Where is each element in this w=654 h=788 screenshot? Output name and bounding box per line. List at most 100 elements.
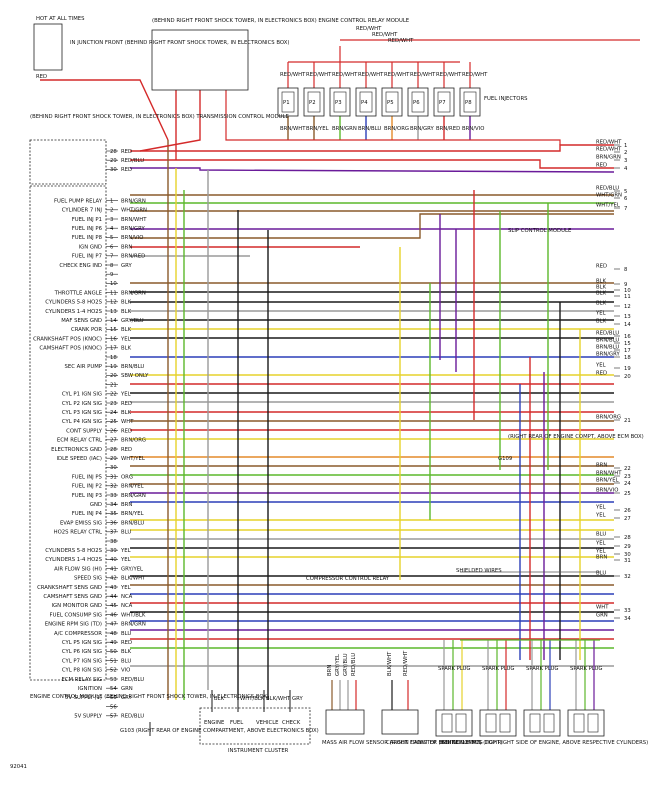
ecm-pin-number: 28 — [110, 149, 117, 155]
ecm-pin-wire-color: WHT — [121, 419, 134, 425]
injector-coil-icon — [307, 91, 321, 113]
connector-wire-label: BRN — [596, 555, 607, 561]
ecm-harness-wire — [130, 144, 614, 152]
connector-wire-label: RED/WHT — [596, 147, 622, 153]
connector-wire-label: RED — [596, 264, 607, 270]
ecm-pin-number: 15 — [110, 327, 117, 333]
fuel-injector-p2 — [303, 87, 325, 117]
connector-wire-label: BLU — [596, 571, 606, 577]
ignition-coil — [523, 709, 561, 737]
ecm-pin-label: ECM RELAY CTRL — [57, 438, 102, 444]
junction-front-label: IN JUNCTION FRONT (BEHIND RIGHT FRONT SH… — [70, 40, 289, 46]
ecm-pin-wire-color: BLK — [121, 300, 132, 306]
connector-wire-label: YEL — [595, 541, 606, 547]
ecm-pin-label: CRANKSHAFT POS (KNOC) — [33, 336, 102, 342]
injector-coil-icon — [281, 91, 295, 113]
ecm-pin-number: 28 — [110, 447, 117, 453]
carbon-canister-box — [381, 709, 419, 735]
connector-pin-number: 15 — [624, 341, 631, 347]
ecm-pin-wire-color: BLK — [121, 346, 132, 352]
ecm-pin-number: 37 — [110, 530, 117, 536]
ecm-pin-wire-color: RED — [121, 167, 132, 173]
ecm-pin-label: CONT SUPPLY — [66, 428, 103, 434]
injector-coil-icon — [385, 91, 399, 113]
injector-coil-icon — [463, 91, 477, 113]
ecm-pin-number: 20 — [110, 373, 117, 379]
coil-winding-icon — [455, 713, 467, 733]
ecm-pin-number: 2 — [110, 208, 113, 214]
ecm-pin-wire-color: NCA — [121, 603, 133, 609]
instrument-cluster-label: INSTRUMENT CLUSTER — [228, 748, 289, 754]
connector-pin-number: 23 — [624, 474, 631, 480]
g109-location-label: (RIGHT REAR OF ENGINE COMPT, ABOVE ECM B… — [508, 434, 644, 440]
ecm-pin-wire-color: BRN — [121, 244, 132, 250]
ecm-pin-label: CYLINDERS 5-8 HO2S — [45, 300, 102, 306]
relay-module-label: (BEHIND RIGHT FRONT SHOCK TOWER, IN ELEC… — [152, 18, 410, 24]
ecm-pin-wire-color: BRN/BLU — [121, 520, 144, 526]
ecm-pin-number: 12 — [110, 300, 117, 306]
ecm-pin-wire-color: YEL — [120, 548, 131, 554]
connector-wire-label: BRN/GRN — [596, 155, 621, 161]
ecm-pin-number: 31 — [110, 474, 117, 480]
ecm-pin-wire-color: BLK — [121, 327, 132, 333]
ecm-pin-label: CYL P3 IGN SIG — [62, 410, 102, 416]
cluster-wire-label: BLK — [214, 696, 225, 702]
maf-wire-label: RED/BLU — [351, 653, 357, 676]
ecm-pin-number: 25 — [110, 419, 117, 425]
ecm-pin-number: 49 — [110, 640, 117, 646]
ecm-pin-wire-color: BLU — [121, 658, 131, 664]
ecm-pin-wire-color: BRN/GRY — [121, 226, 146, 232]
ecm-pin-wire-color: BRN — [121, 502, 132, 508]
injector-bottom-wire: BRN/ORG — [384, 126, 409, 132]
connector-wire-label: YEL — [595, 311, 606, 317]
ecm-pin-number: 26 — [110, 428, 117, 434]
ecm-pin-label: 5V SUPPLY (1) — [65, 695, 102, 701]
ecm-pin-number: 3 — [110, 217, 113, 223]
carbon-canister: CARBON CANISTER (BEHIND LH FOG LIGHT) — [381, 709, 502, 746]
ecm-pin-number: 29 — [110, 456, 117, 462]
ignition-coils-label: IGNITION COILS (TOP RIGHT SIDE OF ENGINE… — [440, 740, 648, 746]
injector-bottom-wire: BRN/BLU — [358, 126, 381, 132]
fuel-injector-p3 — [329, 87, 351, 117]
injector-bottom-wire: BRN/GRY — [410, 126, 435, 132]
ecm-pin-label: FUEL CONSUMP SIG — [50, 612, 102, 618]
ecm-pin-wire-color: RED — [121, 401, 132, 407]
ecm-pin-number: 51 — [110, 658, 117, 664]
ecm-pin-wire-color: BRN/GRN — [121, 290, 146, 296]
injector-top-wire: RED/WHT — [410, 72, 436, 78]
relay-box-outline — [151, 29, 249, 91]
fuel-injectors-group: P1RED/WHTBRN/WHTP2RED/WHTBRN/YELP3RED/WH… — [277, 26, 488, 132]
connector-pin-number: 32 — [624, 574, 631, 580]
connector-wire-label: BRN/VIO — [596, 488, 618, 494]
connector-pin-number: 25 — [624, 491, 631, 497]
injector-id: P8 — [465, 100, 472, 106]
cluster-wire-label: WHT/BLK — [240, 696, 265, 702]
connector-pin-number: 28 — [624, 535, 631, 541]
ecm-pin-number: 39 — [110, 548, 117, 554]
cluster-item-label: CHECK — [282, 720, 301, 726]
ecm-pin-label: CRANK POR — [71, 327, 102, 333]
ecm-pin-wire-color: BRN/WHT — [121, 217, 147, 223]
ecm-pin-wire-color: RED — [121, 149, 132, 155]
instrument-cluster: ENGINEBLKFUELWHT/BLKVEHICLEBLK/WHTCHECKG… — [199, 696, 311, 754]
injector-id: P7 — [439, 100, 446, 106]
connector-wire-label: GRN — [596, 613, 608, 619]
injector-supply-wire-label: RED/WHT — [356, 26, 382, 32]
connector-wire-label: BRN — [596, 463, 607, 469]
ecm-pin-number: 5 — [110, 235, 113, 241]
ecm-pin-wire-color: GRY/YEL — [121, 566, 143, 572]
ecm-label: ENGINE CONTROL MODULE (BEHIND RIGHT FRON… — [30, 694, 269, 700]
ecm-pin-label: CHECK ENG IND — [59, 263, 102, 269]
fuel-injector-p4 — [355, 87, 377, 117]
fuel-injectors-label: FUEL INJECTORS — [484, 96, 528, 102]
ecm-pin-number: 27 — [110, 438, 117, 444]
injector-id: P1 — [283, 100, 290, 106]
fuel-injector-p5 — [381, 87, 403, 117]
connector-wire-label: RED/BLU — [596, 331, 619, 337]
fuel-injector-p6 — [407, 87, 429, 117]
connector-pin-number: 29 — [624, 544, 631, 550]
connector-pin-number: 8 — [624, 267, 628, 273]
ecm-pin-label: CYL P6 IGN SIG — [62, 649, 102, 655]
ecm-pin-wire-color: RED — [121, 428, 132, 434]
hot-at-all-times-label: HOT AT ALL TIMES — [36, 16, 85, 22]
